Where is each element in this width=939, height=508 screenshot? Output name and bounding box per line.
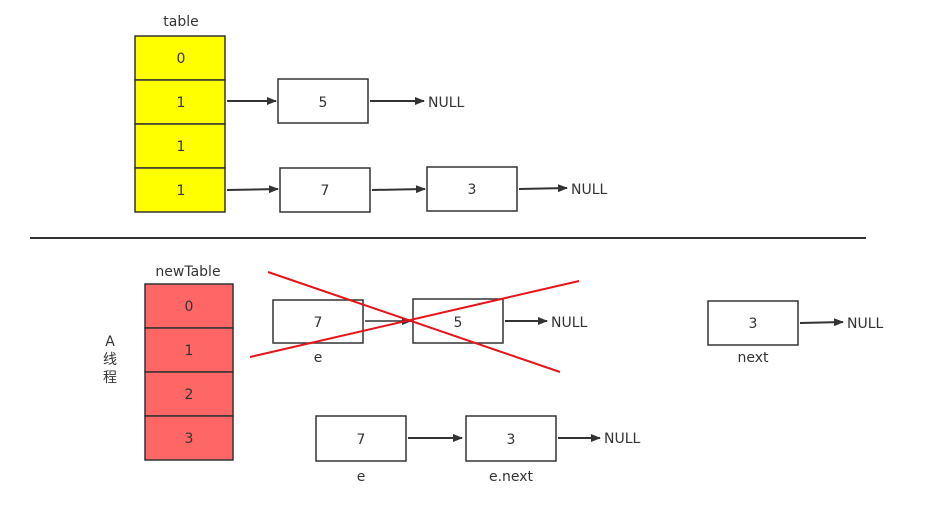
table-label: table <box>163 14 198 30</box>
new-table-cell-1-text: 1 <box>185 343 194 359</box>
new-table-array: 0 1 2 3 <box>144 283 234 461</box>
null-label: NULL <box>551 315 588 331</box>
node-pointer-label: e <box>314 350 323 366</box>
table-array: 0 1 1 1 <box>134 35 226 213</box>
table-cell-3-text: 1 <box>177 183 186 199</box>
strike-line <box>249 280 580 358</box>
node-box <box>279 167 371 213</box>
node-value: 7 <box>321 183 330 199</box>
node-value: 5 <box>454 315 463 331</box>
new-table-cell-3 <box>144 415 234 461</box>
thread-label-char: 程 <box>103 370 117 386</box>
node-pointer-label: next <box>737 350 769 366</box>
arrow <box>518 184 568 193</box>
node-box <box>315 415 407 462</box>
null-label: NULL <box>604 431 641 447</box>
thread-label-char: 线 <box>103 352 117 368</box>
node-box <box>707 300 799 346</box>
null-label: NULL <box>428 95 465 111</box>
new-table-label: newTable <box>155 264 220 280</box>
arrow <box>371 185 426 194</box>
table-cell-2-text: 1 <box>177 139 186 155</box>
node-box <box>426 166 518 212</box>
node-box <box>272 299 364 344</box>
new-table-cell-2 <box>144 371 234 417</box>
node-pointer-label: e <box>357 469 366 485</box>
table-cell-0-text: 0 <box>177 51 186 67</box>
thread-label-char: A <box>105 334 115 350</box>
node-box <box>465 415 557 462</box>
node-value: 3 <box>749 316 758 332</box>
node-box <box>412 298 504 344</box>
node-value: 5 <box>319 95 328 111</box>
node-value: 3 <box>468 182 477 198</box>
node-value: 7 <box>357 432 366 448</box>
new-table-cell-1 <box>144 327 234 373</box>
arrow <box>799 318 844 327</box>
new-table-cell-2-text: 2 <box>185 387 194 403</box>
null-label: NULL <box>571 182 608 198</box>
arrow <box>226 185 279 194</box>
node-value: 7 <box>314 315 323 331</box>
strike-line <box>267 271 561 373</box>
new-table-cell-3-text: 3 <box>185 431 194 447</box>
table-cell-1 <box>134 79 226 125</box>
table-cell-1-text: 1 <box>177 95 186 111</box>
new-table-cell-0 <box>144 283 234 329</box>
node-value: 3 <box>507 432 516 448</box>
node-pointer-label: e.next <box>489 469 534 485</box>
new-table-cell-0-text: 0 <box>185 299 194 315</box>
node-box <box>277 78 369 124</box>
table-cell-0 <box>134 35 226 81</box>
null-label: NULL <box>847 316 884 332</box>
table-cell-3 <box>134 167 226 213</box>
